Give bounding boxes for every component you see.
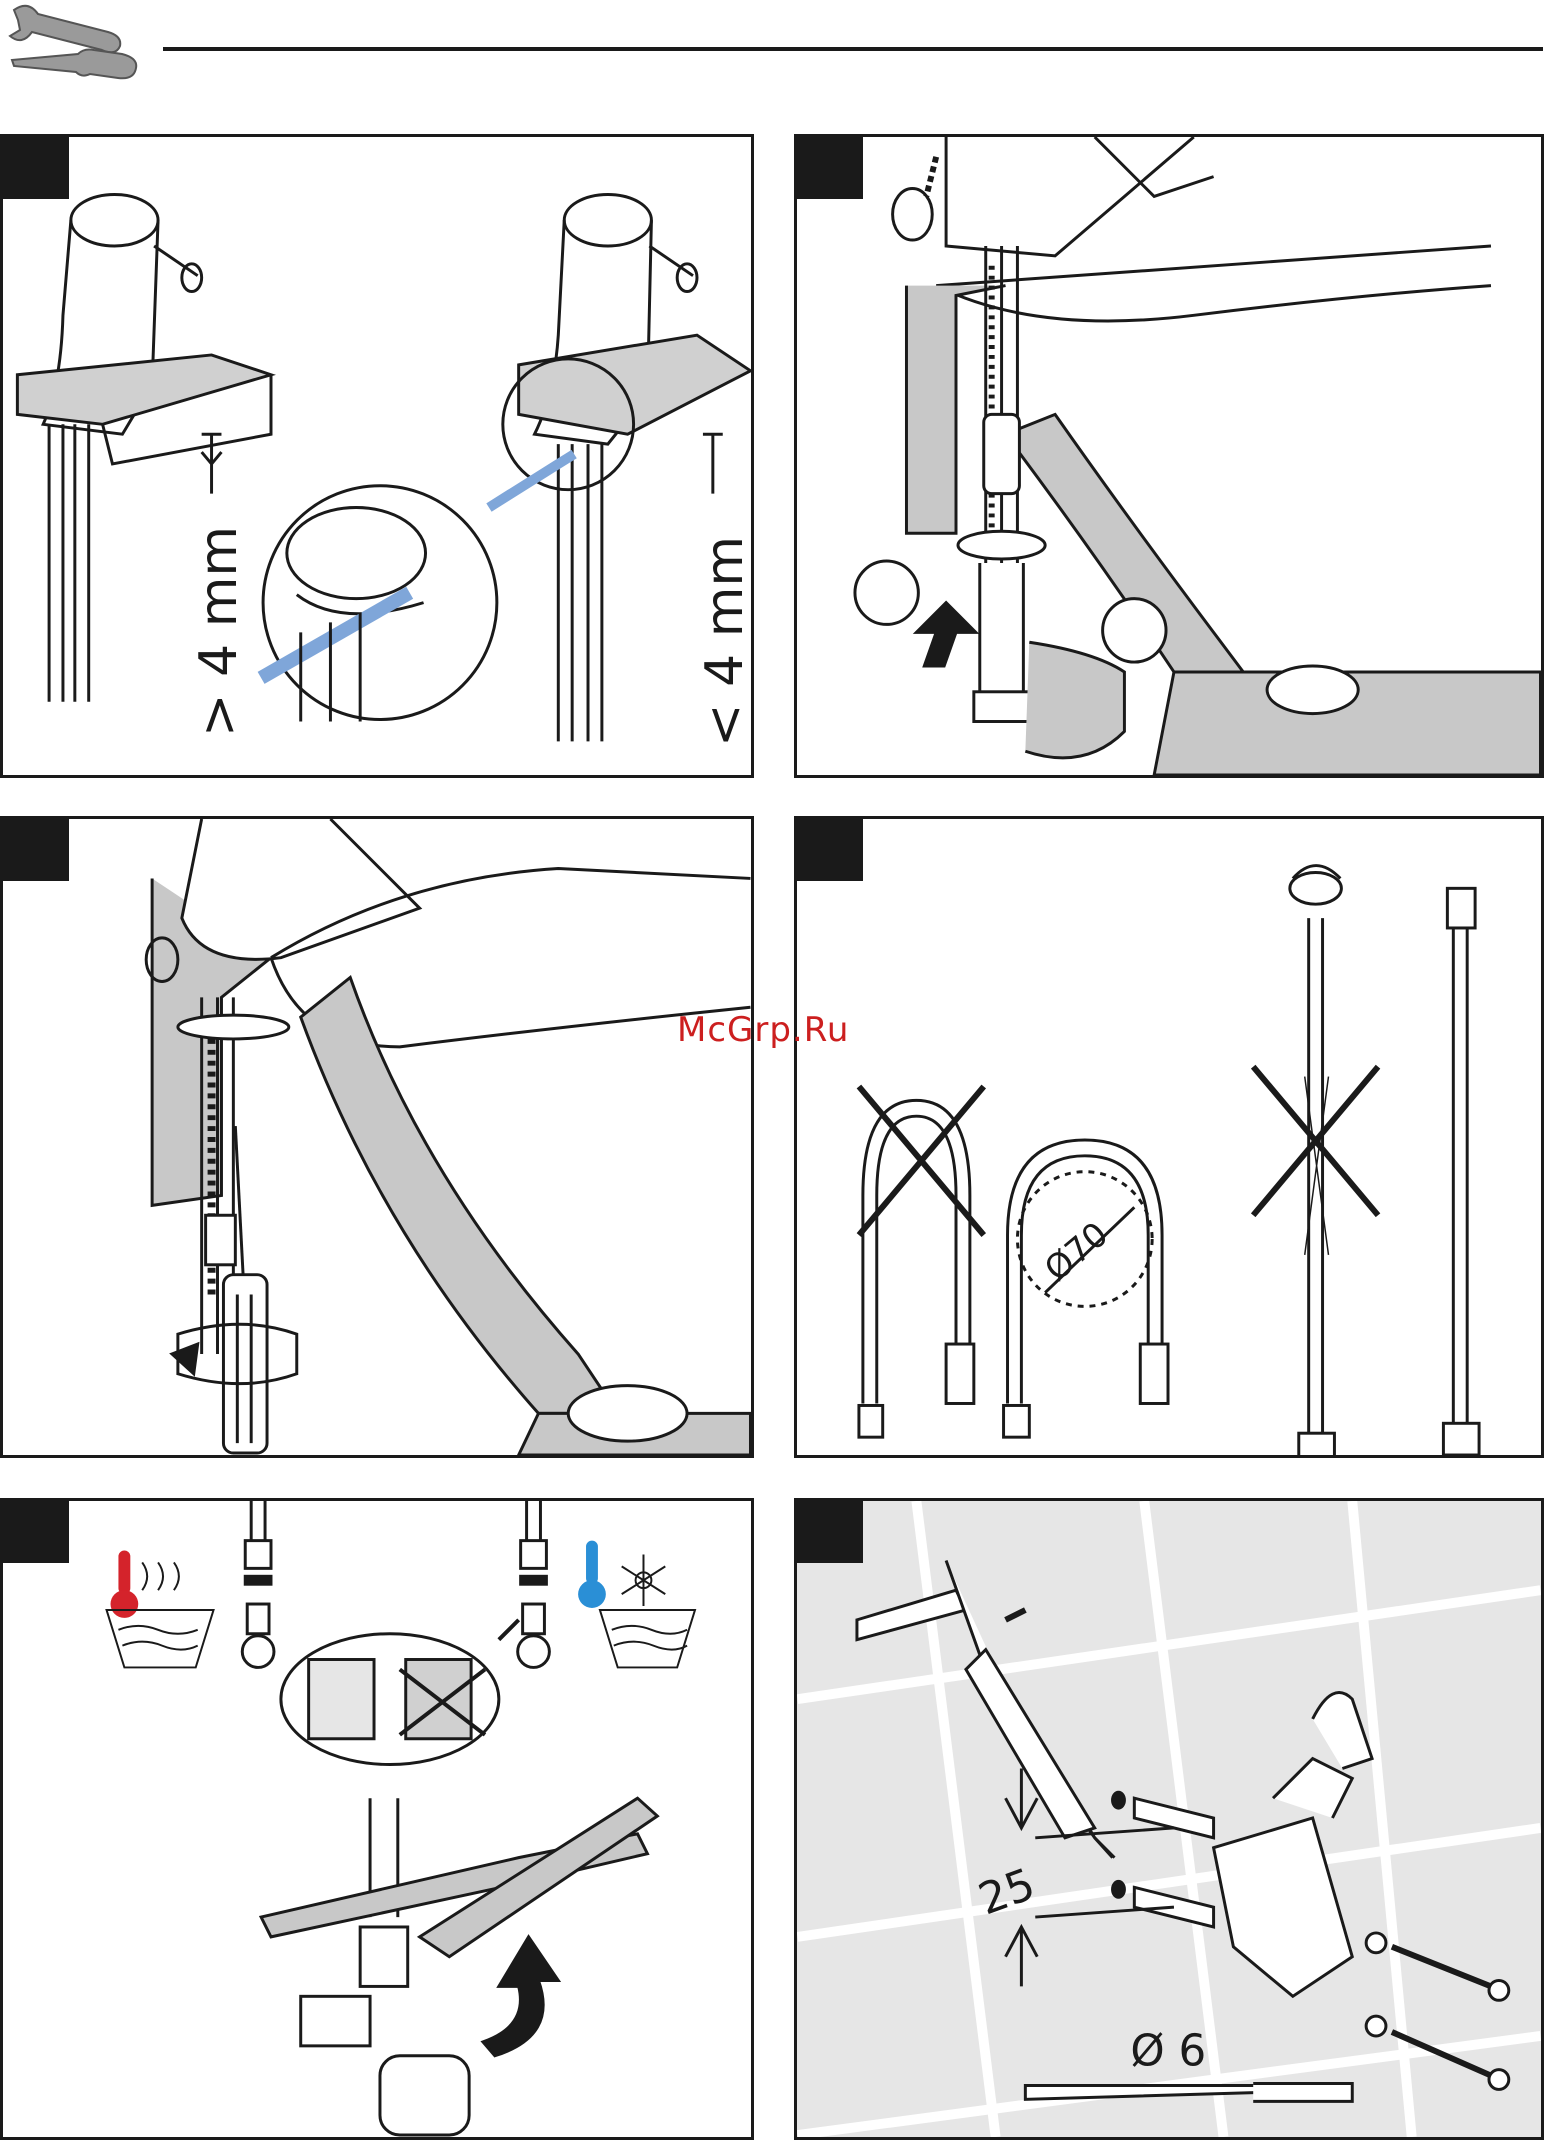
hose-bending-rules-illustration: Ø70 (797, 819, 1541, 1455)
hot-water-thermometer-icon (107, 1551, 214, 1668)
step-panel-4: Ø70 (794, 816, 1544, 1458)
left-clearance-dimension: > 4 mm (189, 526, 249, 737)
hot-cold-connection-illustration (3, 1501, 751, 2137)
step-panel-3 (0, 816, 754, 1458)
drill-diameter-label: Ø 6 (1130, 2027, 1206, 2077)
faucet-clearance-illustration (3, 137, 751, 775)
step-panel-6: 25 Ø 6 (794, 1498, 1544, 2140)
step-panel-5 (0, 1498, 754, 2140)
wrench-screwdriver-icon (8, 2, 138, 88)
hole-spacing-label: 25 (972, 1859, 1041, 1925)
step-panel-1: > 4 mm < 4 mm (0, 134, 754, 778)
watermark: McGrp.Ru (677, 1010, 849, 1050)
step-panel-2 (794, 134, 1544, 778)
wall-holder-mounting-illustration: 25 Ø 6 (797, 1501, 1541, 2137)
header-rule (163, 47, 1543, 51)
screwdriver-tightening-illustration (3, 819, 751, 1455)
bend-diameter-label: Ø70 (1037, 1214, 1115, 1288)
right-clearance-dimension: < 4 mm (695, 536, 754, 747)
connection-hose-insertion-illustration (797, 137, 1541, 775)
cold-water-snowflake-icon (578, 1541, 695, 1668)
